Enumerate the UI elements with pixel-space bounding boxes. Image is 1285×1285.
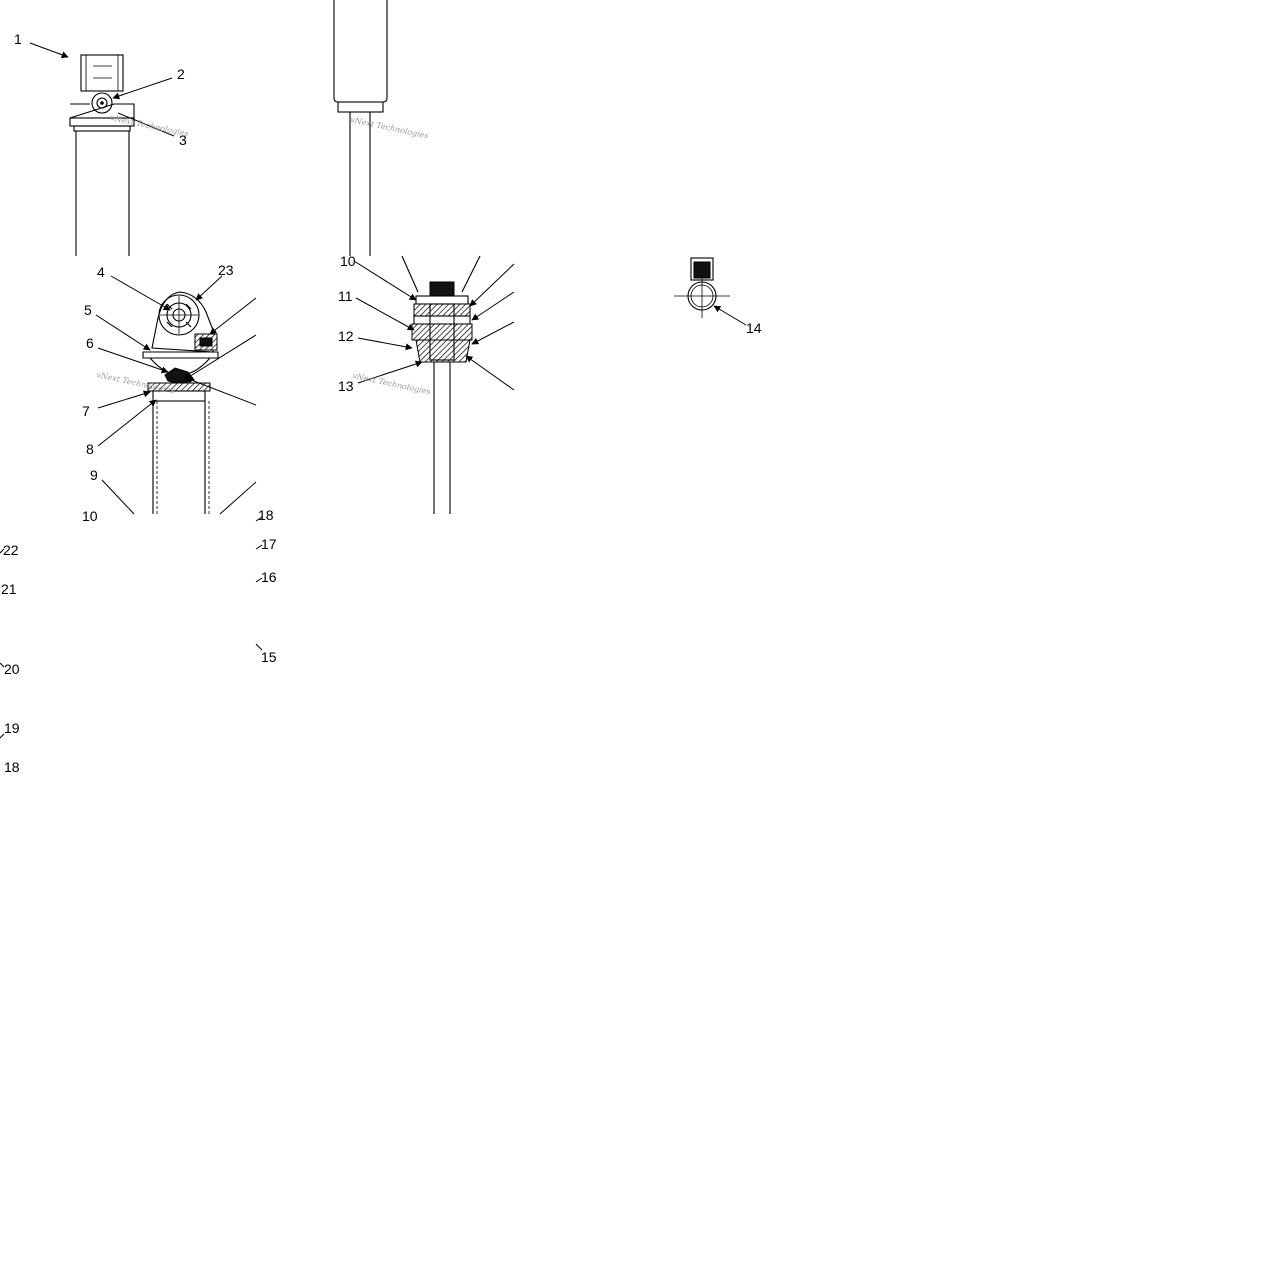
callout-17: 17	[261, 536, 277, 552]
callout-10-left: 10	[82, 508, 98, 524]
callout-5: 5	[84, 302, 92, 318]
upper-cylinder-and-rod	[333, 0, 388, 256]
callout-12: 12	[338, 328, 354, 344]
watermark-text: vNext Technologies	[350, 115, 430, 140]
callout-21: 21	[1, 581, 17, 597]
callout-23: 23	[218, 262, 234, 278]
callout-13: 13	[338, 378, 354, 394]
callout-1: 1	[14, 31, 22, 47]
callout-11: 11	[338, 288, 353, 304]
callout-6: 6	[86, 335, 94, 351]
watermarks: vNext Technologies vNext Technologies vN…	[96, 113, 432, 396]
piston-rod-section	[401, 255, 481, 514]
callout-18: 18	[4, 759, 20, 775]
lower-eye-mount	[674, 257, 730, 318]
callout-labels: 1 2 3 4 23 5 6 7 8 9 10 10 11 12 13 14 1…	[1, 31, 762, 775]
callout-15: 15	[261, 649, 277, 665]
leader-lines	[0, 42, 747, 739]
callout-3: 3	[179, 132, 187, 148]
upper-mount-assembly	[69, 54, 135, 256]
callout-8: 8	[86, 441, 94, 457]
callout-2: 2	[177, 66, 185, 82]
callout-16: 16	[261, 569, 277, 585]
callout-18-top: 18	[258, 507, 274, 523]
callout-9: 9	[90, 467, 98, 483]
callout-22: 22	[3, 542, 19, 558]
callout-20: 20	[4, 661, 20, 677]
callout-10: 10	[340, 253, 356, 269]
callout-19: 19	[4, 720, 20, 736]
callout-14: 14	[746, 320, 762, 336]
watermark-text: vNext Technologies	[352, 371, 432, 396]
callout-4: 4	[97, 264, 105, 280]
callout-7: 7	[82, 403, 90, 419]
sectioned-head-assembly	[142, 291, 219, 514]
